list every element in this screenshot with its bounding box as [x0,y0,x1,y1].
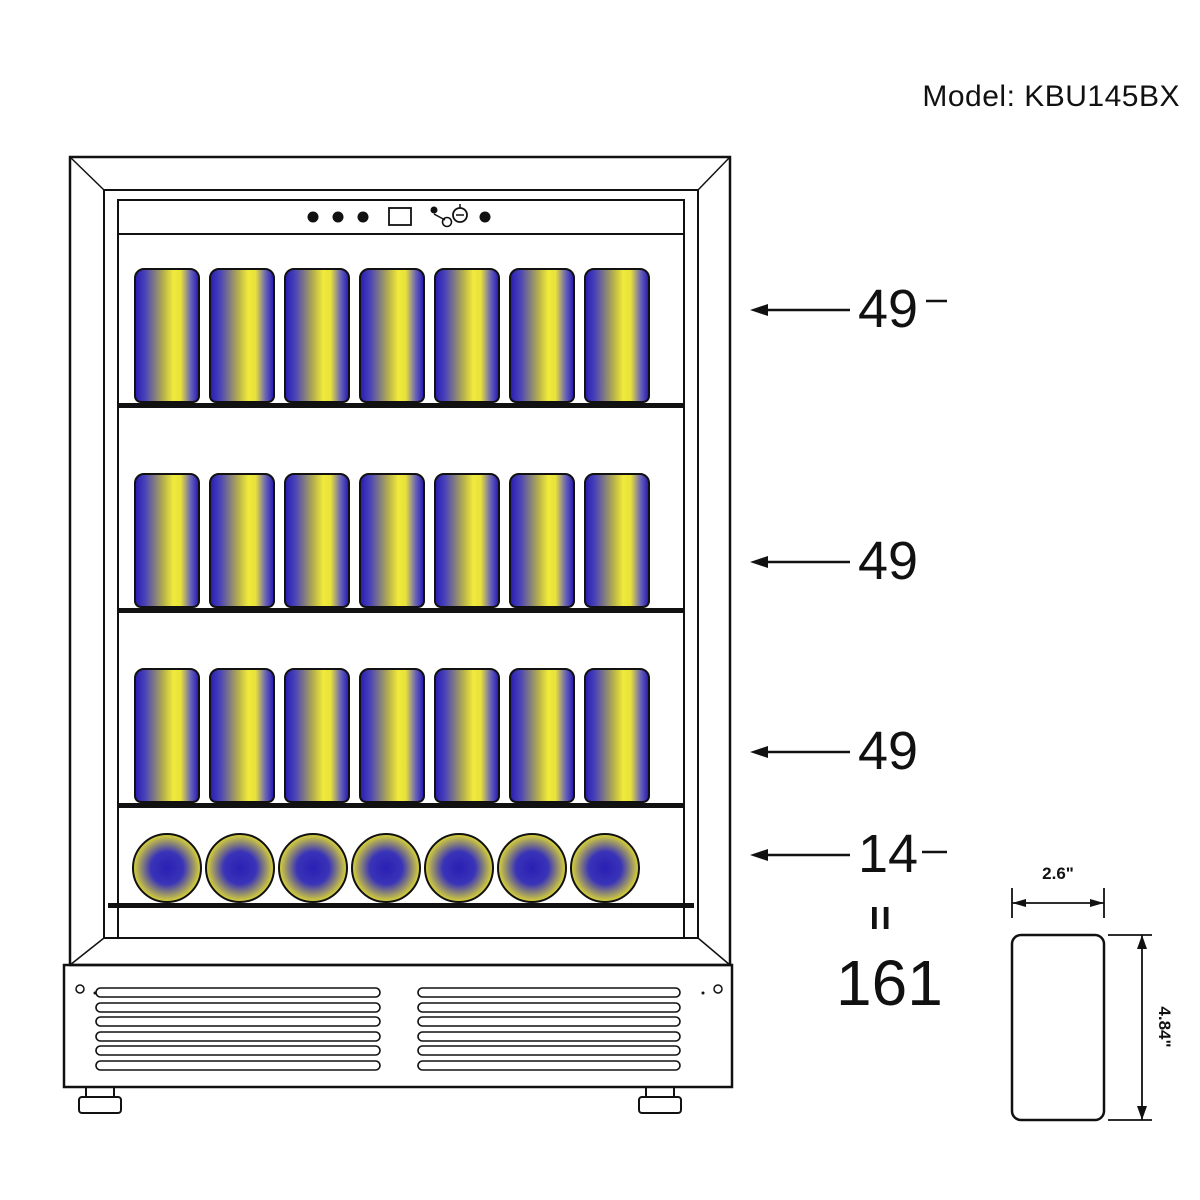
beverage-can [509,268,575,403]
can-outline [1010,933,1106,1122]
panel-thermostat-icon [430,206,438,214]
can-dimension-figure [1010,888,1152,1122]
panel-button-icon [307,211,319,223]
shelf-bar [118,403,684,408]
can-height-label: 4.84" [1155,1006,1174,1048]
total-capacity-label: 161 [836,947,943,1019]
capacity-label-shelf3: 49 [858,721,919,781]
beverage-can-top [570,833,640,903]
arrow-left-icon [750,304,768,316]
arrow-right-icon [1090,899,1104,907]
screw-icon [713,984,723,994]
beverage-can-top [205,833,275,903]
beverage-can [284,268,350,403]
capacity-arrows [750,299,947,861]
beverage-can [134,473,200,608]
beverage-can [134,268,200,403]
beverage-can [584,668,650,803]
arrow-down-icon [1137,1106,1147,1120]
panel-button-icon [357,211,369,223]
arrow-left-icon [750,746,768,758]
beverage-can-top [278,833,348,903]
arrow-left-icon [1012,899,1026,907]
beverage-can [509,473,575,608]
beverage-can [434,473,500,608]
beverage-can [359,668,425,803]
kickplate [62,963,734,1089]
beverage-can [209,268,275,403]
screw-icon [75,984,85,994]
shelves [108,403,694,908]
capacity-label-bottom: 14 [858,824,919,884]
beverage-can [209,668,275,803]
beverage-can [584,473,650,608]
beverage-can [584,268,650,403]
shelf-bar [118,803,684,808]
beverage-can [284,668,350,803]
fridge-door-frame [68,155,732,967]
panel-display-icon [388,207,412,226]
beverage-can [209,473,275,608]
beverage-can-top [497,833,567,903]
arrow-left-icon [750,849,768,861]
vent-grille-right [417,987,681,1071]
foot-right [645,1086,675,1098]
capacity-label-shelf1: 49 [858,279,919,339]
beverage-can [434,668,500,803]
bottom-tray-bar [108,903,694,908]
panel-button-icon [479,211,491,223]
equals-sign: = [856,905,905,931]
can-width-label: 2.6" [1042,864,1074,883]
shelf-bar [118,608,684,613]
vent-grille-left [95,987,381,1071]
arrow-left-icon [750,556,768,568]
arrow-up-icon [1137,935,1147,949]
beverage-can-top [351,833,421,903]
model-title: Model: KBU145BX [922,80,1180,113]
beverage-can [359,268,425,403]
beverage-can [134,668,200,803]
control-panel-icons [307,204,491,228]
beverage-can [284,473,350,608]
capacity-label-shelf2: 49 [858,531,919,591]
foot-left [85,1086,115,1098]
beverage-can [509,668,575,803]
beverage-can [434,268,500,403]
beverage-can-top [424,833,494,903]
beverage-can-top [132,833,202,903]
leveling-feet [78,1086,682,1114]
beverage-can [359,473,425,608]
panel-button-icon [332,211,344,223]
